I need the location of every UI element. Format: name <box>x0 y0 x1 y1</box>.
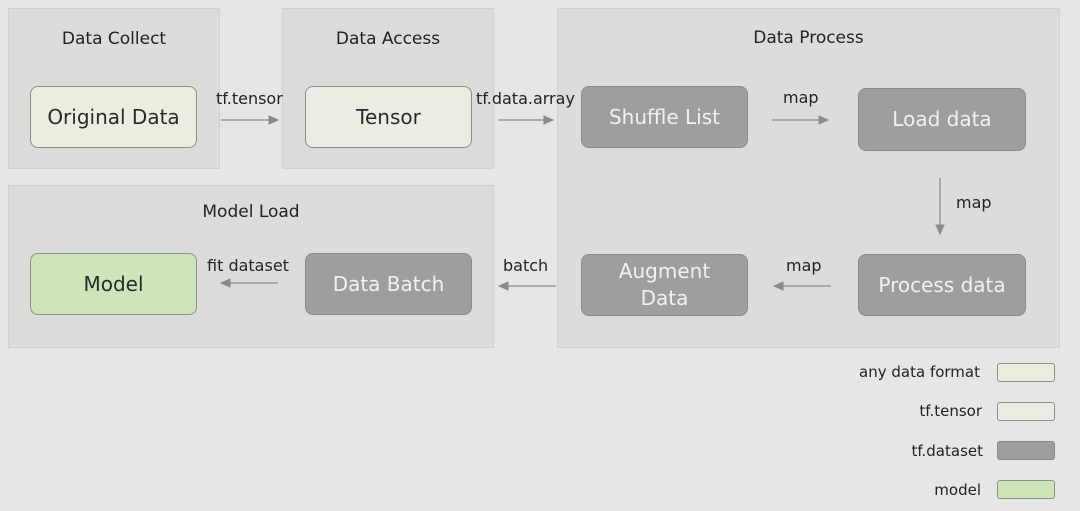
edge-label-process-to-augment: map <box>786 256 822 275</box>
node-data-batch: Data Batch <box>305 253 472 315</box>
legend-label-any-data-format: any data format <box>859 363 980 381</box>
node-augment-data: Augment Data <box>581 254 748 316</box>
legend-swatch-any-data-format <box>997 363 1055 382</box>
edge-label-original-to-tensor: tf.tensor <box>216 89 283 108</box>
section-title-data-collect: Data Collect <box>61 29 167 49</box>
legend-swatch-model <box>997 480 1055 499</box>
edge-label-tensor-to-shuffle: tf.data.array <box>476 89 575 108</box>
node-tensor: Tensor <box>305 86 472 148</box>
legend-label-model: model <box>934 481 981 499</box>
legend-swatch-tf-dataset <box>997 441 1055 460</box>
node-load-data: Load data <box>858 88 1026 151</box>
legend-label-tf-tensor: tf.tensor <box>919 402 982 420</box>
edge-label-batch-to-model: fit dataset <box>207 256 289 275</box>
node-original-data: Original Data <box>30 86 197 148</box>
node-model: Model <box>30 253 197 315</box>
legend-swatch-tf-tensor <box>997 402 1055 421</box>
edge-label-augment-to-batch: batch <box>503 256 549 275</box>
node-shuffle-list: Shuffle List <box>581 86 748 148</box>
section-title-data-process: Data Process <box>753 28 864 48</box>
legend-label-tf-dataset: tf.dataset <box>911 442 983 460</box>
edge-label-load-to-process: map <box>956 193 992 212</box>
section-title-model-load: Model Load <box>202 202 300 222</box>
edge-label-shuffle-to-load: map <box>783 88 819 107</box>
section-title-data-access: Data Access <box>335 29 441 49</box>
node-process-data: Process data <box>858 254 1026 316</box>
